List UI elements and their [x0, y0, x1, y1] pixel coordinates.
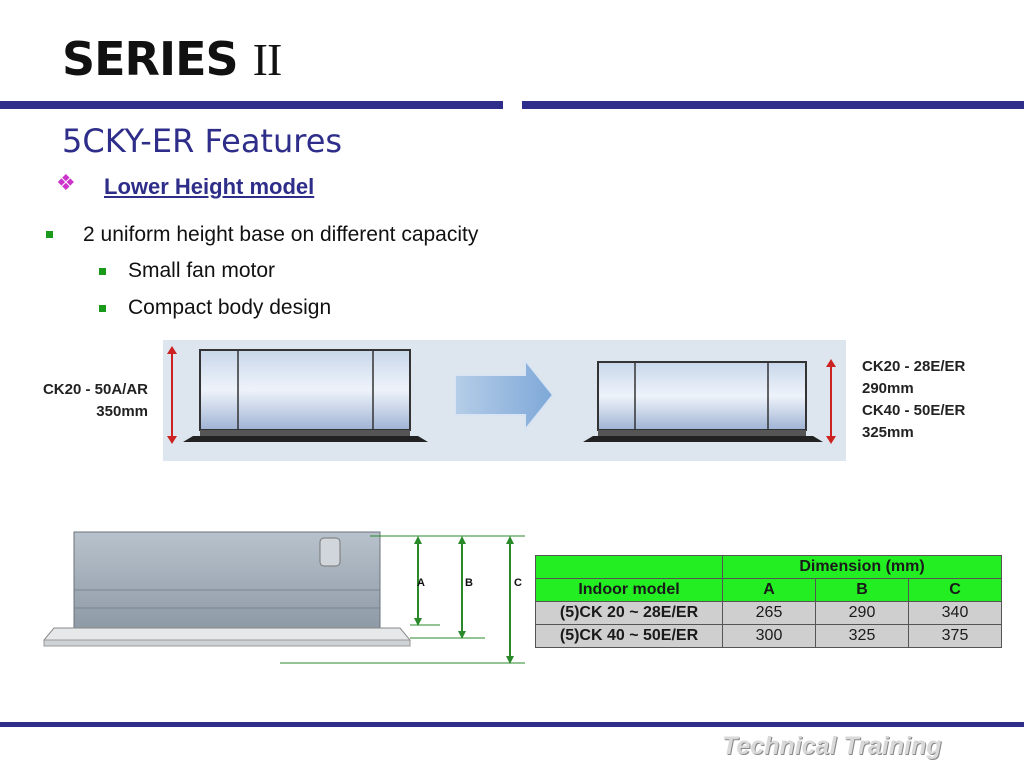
- new-model-line-3: CK40 - 50E/ER: [862, 402, 966, 419]
- table-cell-b: 325: [815, 624, 909, 648]
- page-title: SERIES II: [62, 32, 283, 86]
- diamond-bullet-icon: ❖: [56, 170, 76, 195]
- table-header-c: C: [908, 578, 1002, 602]
- unit-side-view: [42, 531, 525, 664]
- footer-brand: Technical Training: [722, 732, 942, 760]
- table-cell-c: 375: [908, 624, 1002, 648]
- new-model-line-2: 290mm: [862, 380, 914, 397]
- dimension-table: Dimension (mm) Indoor model A B C (5)CK …: [535, 555, 1002, 648]
- table-cell-b: 290: [815, 601, 909, 625]
- unit-comparison-drawing: [167, 346, 836, 444]
- table-header-blank: [535, 555, 723, 579]
- footer-divider: [0, 722, 1024, 727]
- table-header-dimension: Dimension (mm): [722, 555, 1002, 579]
- table-header-a: A: [722, 578, 816, 602]
- table-cell-model: (5)CK 40 ~ 50E/ER: [535, 624, 723, 648]
- table-row: (5)CK 40 ~ 50E/ER 300 325 375: [535, 624, 1002, 648]
- bullet-level2-1: Small fan motor: [128, 259, 276, 282]
- title-divider-left: [0, 101, 503, 109]
- table-cell-a: 300: [722, 624, 816, 648]
- new-model-line-4: 325mm: [862, 424, 914, 441]
- title-roman: II: [252, 34, 283, 85]
- bullet-level1: 2 uniform height base on different capac…: [83, 223, 479, 246]
- table-cell-c: 340: [908, 601, 1002, 625]
- old-model-height: 350mm: [96, 403, 148, 420]
- table-header-row: Indoor model A B C: [535, 578, 1002, 602]
- feature-heading: Lower Height model: [104, 174, 315, 199]
- height-comparison-image: [163, 340, 846, 461]
- square-bullet-icon: [99, 305, 106, 312]
- old-model-label: CK20 - 50A/AR 350mm: [30, 379, 148, 423]
- table-cell-a: 265: [722, 601, 816, 625]
- dimension-marker-c: C: [514, 577, 522, 589]
- title-main: SERIES: [62, 32, 239, 86]
- slide-subtitle: 5CKY-ER Features: [62, 122, 343, 160]
- table-cell-model: (5)CK 20 ~ 28E/ER: [535, 601, 723, 625]
- table-header-b: B: [815, 578, 909, 602]
- bullet-level2-2: Compact body design: [128, 296, 332, 319]
- unit-dimension-drawing: [40, 528, 540, 668]
- table-header-group-row: Dimension (mm): [535, 555, 1002, 579]
- table-header-model: Indoor model: [535, 578, 723, 602]
- dimension-marker-a: A: [417, 577, 425, 589]
- new-model-labels: CK20 - 28E/ER 290mm CK40 - 50E/ER 325mm: [862, 356, 965, 444]
- square-bullet-icon: [99, 268, 106, 275]
- table-row: (5)CK 20 ~ 28E/ER 265 290 340: [535, 601, 1002, 625]
- new-model-line-1: CK20 - 28E/ER: [862, 358, 966, 375]
- square-bullet-icon: [46, 231, 53, 238]
- old-model-name: CK20 - 50A/AR: [42, 381, 148, 398]
- title-divider-right: [522, 101, 1024, 109]
- dimension-marker-b: B: [465, 577, 473, 589]
